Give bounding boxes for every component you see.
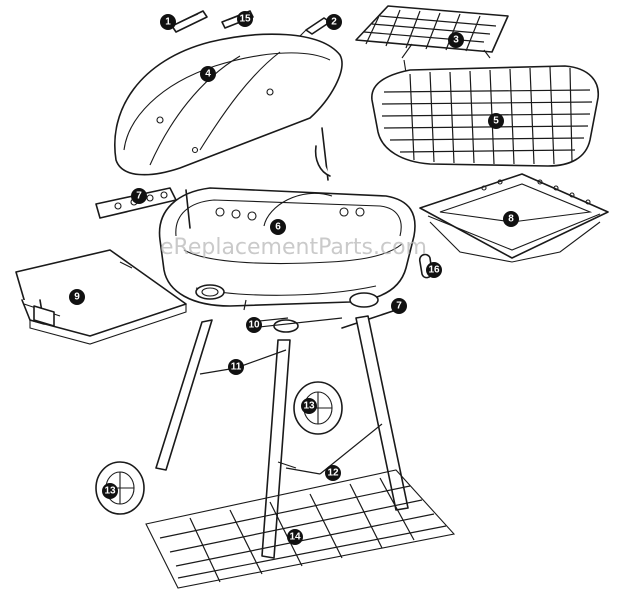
part-leg-front-left <box>155 319 213 471</box>
callout-15: 15 <box>237 11 253 27</box>
callout-4-label: 4 <box>205 69 211 80</box>
callout-1: 1 <box>160 14 176 30</box>
callout-3: 3 <box>448 32 464 48</box>
callout-14: 14 <box>287 529 303 545</box>
callout-13-upper-label: 13 <box>303 401 315 412</box>
part-lid-handle <box>299 17 331 37</box>
callout-16: 16 <box>426 262 442 278</box>
callout-13-lower-label: 13 <box>104 486 116 497</box>
callout-5-label: 5 <box>493 116 499 127</box>
watermark-text: eReplacementParts.com <box>160 235 427 260</box>
callout-7-upper-label: 7 <box>136 191 142 202</box>
callout-2: 2 <box>326 14 342 30</box>
part-warming-rack <box>355 5 509 99</box>
callout-5: 5 <box>488 113 504 129</box>
callout-13-upper: 13 <box>301 398 317 414</box>
callout-10: 10 <box>246 317 262 333</box>
callout-15-label: 15 <box>239 14 251 25</box>
callout-2-label: 2 <box>331 17 337 28</box>
callout-6: 6 <box>270 219 286 235</box>
callout-16-label: 16 <box>428 265 440 276</box>
callout-10-label: 10 <box>248 320 260 331</box>
callout-14-label: 14 <box>289 532 301 543</box>
part-leg-center <box>261 339 297 559</box>
callout-3-label: 3 <box>453 35 459 46</box>
callout-12: 12 <box>325 465 341 481</box>
callout-8-label: 8 <box>508 214 514 225</box>
part-wheel-lower <box>95 461 145 515</box>
part-cooking-grate <box>371 65 599 167</box>
callout-13-lower: 13 <box>102 483 118 499</box>
part-side-shelf <box>15 249 187 345</box>
callout-1-label: 1 <box>165 17 171 28</box>
callout-4: 4 <box>200 66 216 82</box>
callout-12-label: 12 <box>327 468 339 479</box>
part-lid <box>114 33 343 176</box>
callout-9: 9 <box>69 289 85 305</box>
callout-7-upper: 7 <box>131 188 147 204</box>
part-handle-bracket <box>171 10 208 33</box>
callout-6-label: 6 <box>275 222 281 233</box>
part-wheel-upper <box>293 381 343 435</box>
callout-7-lower: 7 <box>391 298 407 314</box>
part-bottom-rack <box>145 469 456 589</box>
callout-11: 11 <box>228 359 244 375</box>
callout-8: 8 <box>503 211 519 227</box>
callout-9-label: 9 <box>74 292 80 303</box>
part-leg-right <box>355 315 409 511</box>
part-firebox-bowl <box>158 127 416 307</box>
callout-11-label: 11 <box>231 362 242 373</box>
callout-7-lower-label: 7 <box>396 301 402 312</box>
